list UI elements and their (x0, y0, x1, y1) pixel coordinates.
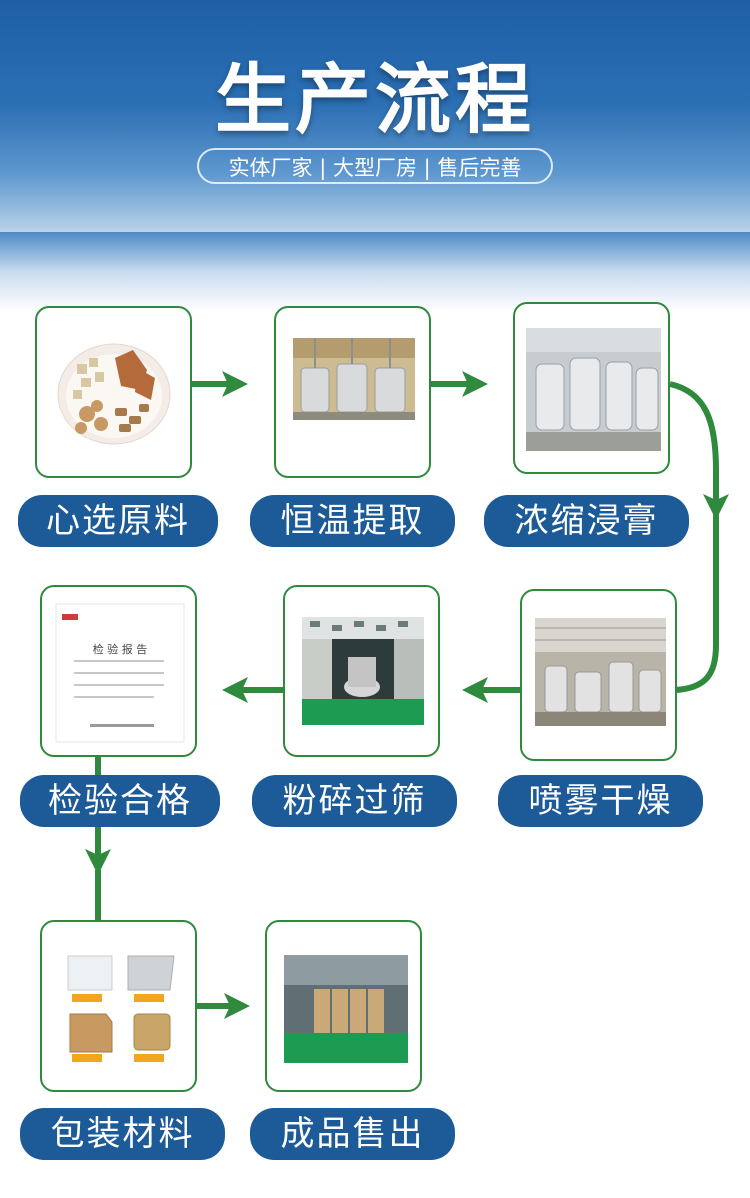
step-label-spray-drying: 喷雾干燥 (498, 775, 703, 827)
step-card-spray-drying (520, 589, 677, 761)
header-banner (0, 0, 750, 232)
step-card-packaging (40, 920, 197, 1092)
step-label-finished: 成品售出 (250, 1108, 455, 1160)
header-fade (0, 232, 750, 312)
step-label-extraction: 恒温提取 (250, 495, 455, 547)
sieving-room-image (302, 617, 424, 725)
step-card-inspection: 检 验 报 告 (40, 585, 197, 757)
concentration-tanks-image (526, 328, 661, 451)
spray-dryer-image (535, 618, 666, 726)
step-card-finished (265, 920, 422, 1092)
warehouse-stock-image (284, 955, 408, 1063)
step-label-raw-material: 心选原料 (18, 495, 218, 547)
step-label-sieving: 粉碎过筛 (252, 775, 457, 827)
step-card-raw-material (35, 306, 192, 478)
step-label-inspection: 检验合格 (20, 775, 220, 827)
step-card-concentration (513, 302, 670, 474)
herb-slices-image (57, 328, 172, 456)
step-card-extraction (274, 306, 431, 478)
step-card-sieving (283, 585, 440, 757)
page-title: 生产流程 (215, 55, 535, 144)
report-title: 检 验 报 告 (92, 643, 148, 656)
step-label-packaging: 包装材料 (20, 1108, 225, 1160)
step-label-concentration: 浓缩浸膏 (484, 495, 689, 547)
inspection-report-image (54, 602, 186, 744)
packaging-materials-image (62, 952, 180, 1064)
extraction-tanks-image (293, 338, 415, 420)
page-subtitle: 实体厂家 | 大型厂房 | 售后完善 (197, 148, 553, 184)
